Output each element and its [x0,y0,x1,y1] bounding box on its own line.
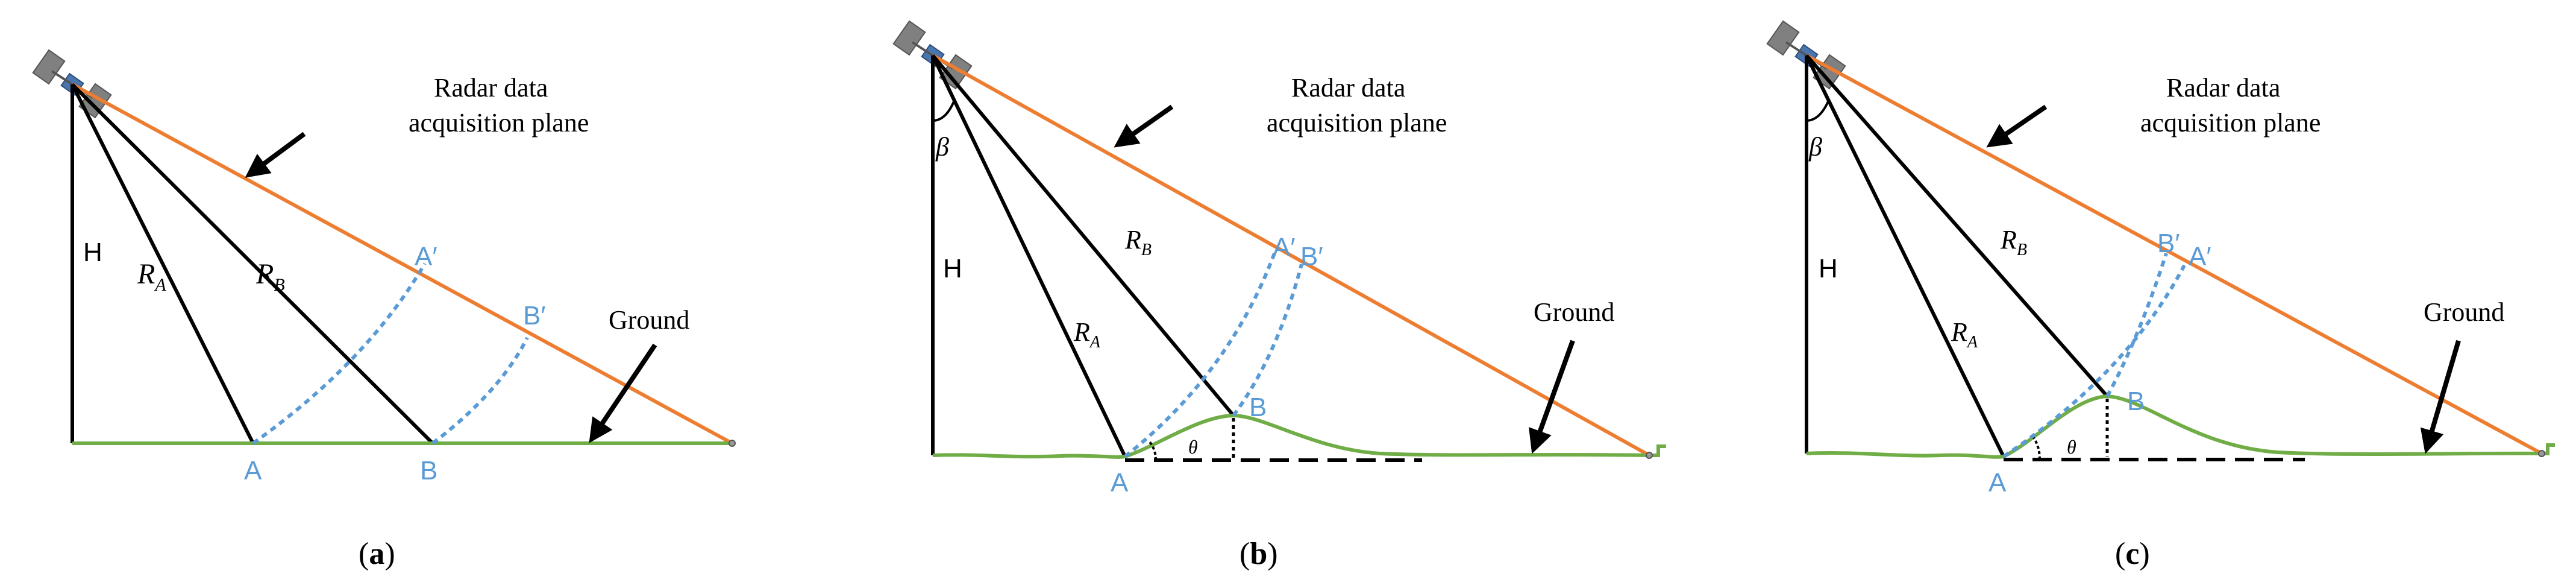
h-label: H [1819,254,1838,283]
range-ra-line [931,54,1127,458]
panel-c: Radar data acquisition plane Ground H β … [1766,19,2555,571]
h-label: H [943,254,962,283]
projection-arc-b [431,337,529,445]
point-a-label: A [244,456,262,485]
point-a-label: A [1988,468,2007,498]
panel-caption: (a) [359,537,395,571]
projection-arc-a [1124,252,1276,458]
radar-acquisition-plane [932,54,1650,457]
rb-label: RB [255,258,285,295]
projection-arc-a [252,262,427,445]
panel-b: Radar data acquisition plane Ground H β … [892,19,1666,571]
ground-profile [932,413,1666,459]
arrow-icon [2420,340,2461,454]
point-a-label: A [1111,468,1129,498]
arrow-icon [245,131,306,178]
point-b-label: B [420,456,437,485]
panel-a: Radar data acquisition plane Ground H RA… [31,48,736,571]
arrow-icon [1529,340,1575,454]
radar-plane-label-line2: acquisition plane [2140,108,2321,138]
beta-label: β [935,132,949,162]
range-rb-line [1805,54,2109,397]
panel-caption: (c) [2115,537,2150,571]
beta-label: β [1808,132,1822,162]
range-rb-line [931,54,1235,417]
point-a-prime-label: A′ [2189,242,2211,271]
range-ra-line [71,83,255,444]
point-b-prime-label: B′ [1300,242,1323,271]
range-rb-line [71,83,434,445]
theta-angle-arc [2031,434,2041,460]
projection-arc-b [1232,264,1303,417]
radar-plane-label-line2: acquisition plane [409,108,589,138]
ground-profile [1806,394,2555,459]
radar-plane-label-line2: acquisition plane [1267,108,1447,138]
ra-label: RA [1951,317,1978,352]
beta-angle-arc [932,100,956,122]
point-b-prime-label: B′ [2157,229,2180,258]
projection-arc-b [2105,253,2168,397]
theta-angle-arc [1149,441,1157,461]
ra-label: RA [1073,317,1101,352]
range-ra-line [1805,54,2005,458]
radar-plane-label-line1: Radar data [2166,73,2280,103]
arrow-icon [589,343,657,443]
radar-acquisition-plane [71,83,733,445]
arrow-icon [1986,104,2048,148]
rb-label: RB [1124,225,1152,259]
point-b-prime-label: B′ [523,301,546,330]
radar-plane-label-line1: Radar data [434,73,548,103]
ground-label: Ground [2424,297,2504,327]
point-a-prime-label: A′ [1273,233,1296,262]
rb-label: RB [2000,225,2027,259]
panel-caption: (b) [1239,537,1278,571]
h-label: H [83,238,102,267]
ground-label: Ground [1534,297,1614,327]
radar-acquisition-plane [1805,54,2543,455]
point-a-prime-label: A′ [415,242,437,271]
theta-label: θ [2067,436,2076,458]
theta-label: θ [1188,436,1198,458]
projection-arc-a [2002,264,2186,458]
point-b-label: B [1249,393,1267,422]
arrow-icon [1114,104,1174,148]
ground-label: Ground [609,305,689,335]
beta-angle-arc [1806,100,1830,122]
ra-label: RA [137,258,166,295]
point-b-label: B [2127,387,2145,416]
radar-plane-label-line1: Radar data [1291,73,1405,103]
